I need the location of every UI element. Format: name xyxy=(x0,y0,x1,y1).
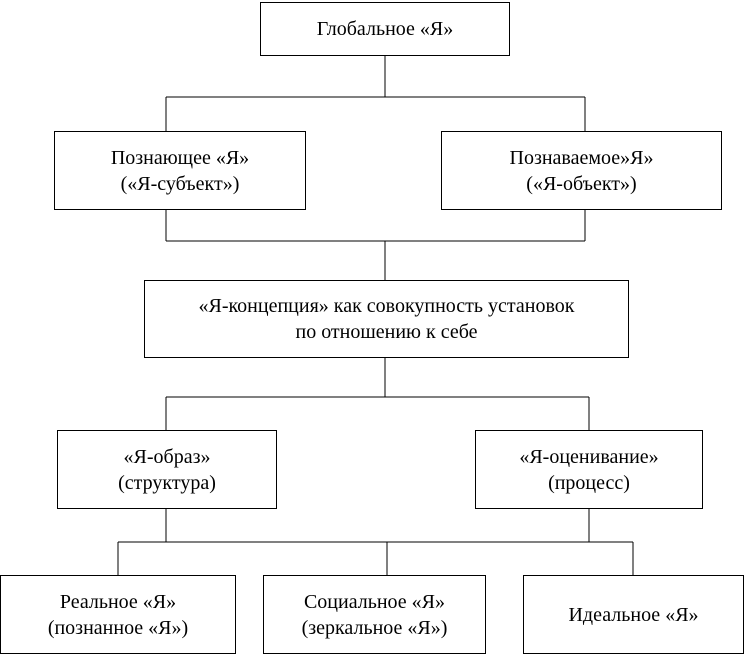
global-self-label: Глобальное «Я» xyxy=(316,18,454,40)
knowing-self-sublabel: («Я-субъект») xyxy=(120,172,240,195)
self-evaluation-sublabel: (процесс) xyxy=(548,471,630,494)
knowing-self-label: Познающее «Я» xyxy=(110,146,250,169)
ideal-self-box: Идеальное «Я» xyxy=(523,575,744,654)
social-self-box: Социальное «Я» (зеркальное «Я») xyxy=(263,575,486,654)
real-self-box: Реальное «Я» (познанное «Я») xyxy=(0,575,236,654)
self-concept-label: «Я-концепция» как совокупность установок xyxy=(198,295,575,317)
known-self-sublabel: («Я-объект») xyxy=(526,172,637,195)
global-self-box: Глобальное «Я» xyxy=(260,2,510,56)
real-self-sublabel: (познанное «Я») xyxy=(47,616,189,639)
self-concept-box: «Я-концепция» как совокупность установок… xyxy=(144,280,629,358)
social-self-sublabel: (зеркальное «Я») xyxy=(301,616,448,639)
self-evaluation-box: «Я-оценивание» (процесс) xyxy=(475,430,703,509)
ideal-self-label: Идеальное «Я» xyxy=(568,603,699,626)
real-self-label: Реальное «Я» xyxy=(59,590,177,613)
self-image-box: «Я-образ» (структура) xyxy=(57,430,277,509)
known-self-box: Познаваемое»Я» («Я-объект») xyxy=(441,131,722,210)
self-image-sublabel: (структура) xyxy=(118,471,216,494)
known-self-label: Познаваемое»Я» xyxy=(509,146,654,169)
self-concept-sublabel: по отношению к себе xyxy=(295,321,478,343)
self-image-label: «Я-образ» xyxy=(123,445,211,468)
self-evaluation-label: «Я-оценивание» xyxy=(519,445,659,468)
knowing-self-box: Познающее «Я» («Я-субъект») xyxy=(54,131,306,210)
social-self-label: Социальное «Я» xyxy=(303,590,446,613)
